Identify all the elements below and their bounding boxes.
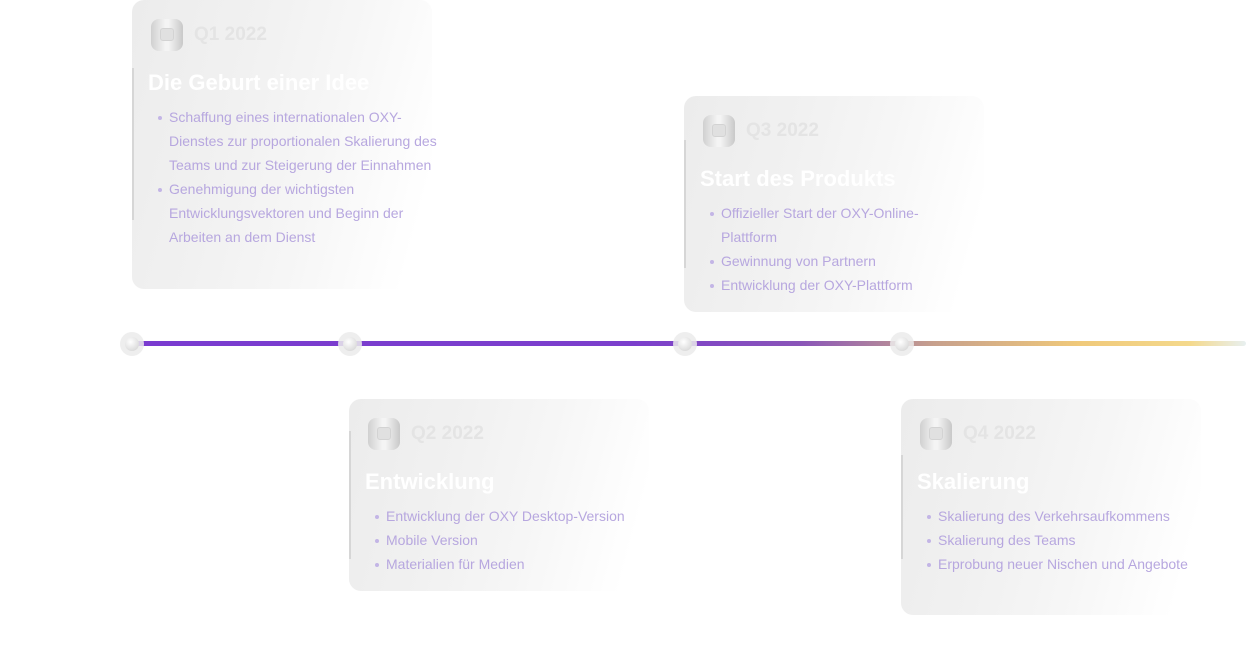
list-item: Mobile Version [375, 528, 676, 552]
milestone-list: Skalierung des Verkehrsaufkommens Skalie… [917, 504, 1203, 576]
milestone-card-q4: Q4 2022 Skalierung Skalierung des Verkeh… [901, 399, 1201, 615]
milestone-list: Offizieller Start der OXY-Online-Plattfo… [700, 201, 961, 297]
calendar-icon [920, 418, 952, 450]
milestone-title: Die Geburt einer Idee [148, 70, 370, 95]
timeline-node-q2[interactable] [338, 332, 362, 356]
calendar-icon [368, 418, 400, 450]
calendar-icon [151, 19, 183, 51]
list-item: Entwicklung der OXY-Plattform [710, 273, 961, 297]
list-item: Offizieller Start der OXY-Online-Plattfo… [710, 201, 961, 249]
milestone-title: Skalierung [917, 469, 1030, 494]
list-item: Schaffung eines internationalen OXY-Dien… [158, 105, 437, 177]
milestone-title: Start des Produkts [700, 166, 896, 191]
quarter-label: Q1 2022 [194, 24, 267, 45]
list-item: Gewinnung von Partnern [710, 249, 961, 273]
milestone-list: Entwicklung der OXY Desktop-Version Mobi… [365, 504, 676, 576]
milestone-card-q3: Q3 2022 Start des Produkts Offizieller S… [684, 96, 984, 312]
timeline-node-q3[interactable] [673, 332, 697, 356]
milestone-list: Schaffung eines internationalen OXY-Dien… [148, 105, 437, 249]
timeline-node-q1[interactable] [120, 332, 144, 356]
card-divider [684, 140, 686, 268]
card-divider [132, 68, 134, 220]
quarter-label: Q4 2022 [963, 423, 1036, 444]
list-item: Genehmigung der wichtigsten Entwicklungs… [158, 177, 437, 249]
card-divider [901, 455, 903, 559]
list-item: Skalierung des Verkehrsaufkommens [927, 504, 1203, 528]
quarter-label: Q3 2022 [746, 120, 819, 141]
quarter-label: Q2 2022 [411, 423, 484, 444]
list-item: Materialien für Medien [375, 552, 676, 576]
list-item: Skalierung des Teams [927, 528, 1203, 552]
milestone-card-q1: Q1 2022 Die Geburt einer Idee Schaffung … [132, 0, 437, 289]
calendar-icon [703, 115, 735, 147]
list-item: Erprobung neuer Nischen und Angebote [927, 552, 1203, 576]
milestone-title: Entwicklung [365, 469, 495, 494]
timeline-node-q4[interactable] [890, 332, 914, 356]
list-item: Entwicklung der OXY Desktop-Version [375, 504, 676, 528]
card-divider [349, 431, 351, 559]
milestone-card-q2: Q2 2022 Entwicklung Entwicklung der OXY … [349, 399, 649, 591]
